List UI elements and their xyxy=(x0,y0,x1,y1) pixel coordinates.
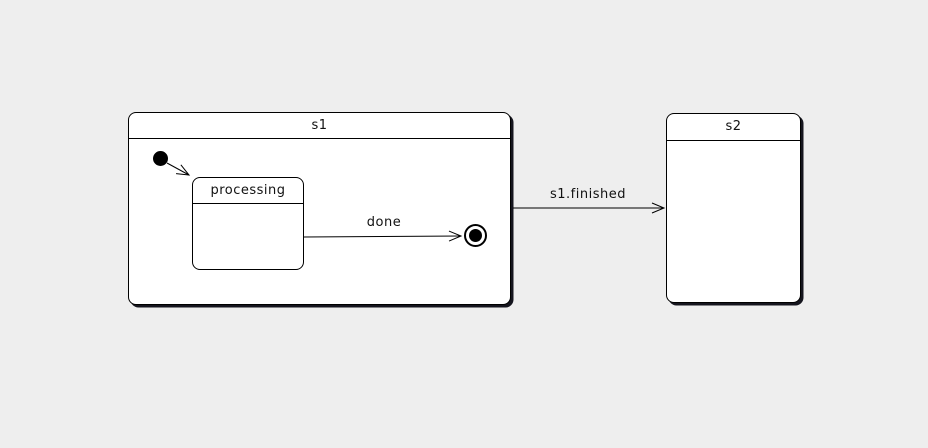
transition-label-s1-finished: s1.finished xyxy=(550,187,626,202)
state-processing[interactable]: processing xyxy=(192,177,304,270)
state-s1-title: s1 xyxy=(129,113,510,139)
state-s2-title: s2 xyxy=(667,114,800,141)
initial-state-dot[interactable] xyxy=(153,151,168,166)
final-state[interactable] xyxy=(464,224,487,247)
state-processing-title: processing xyxy=(193,178,303,204)
transition-label-done: done xyxy=(366,215,402,230)
final-state-inner-dot xyxy=(469,229,482,242)
state-s1[interactable]: s1 xyxy=(128,112,511,305)
state-s2[interactable]: s2 xyxy=(666,113,801,303)
